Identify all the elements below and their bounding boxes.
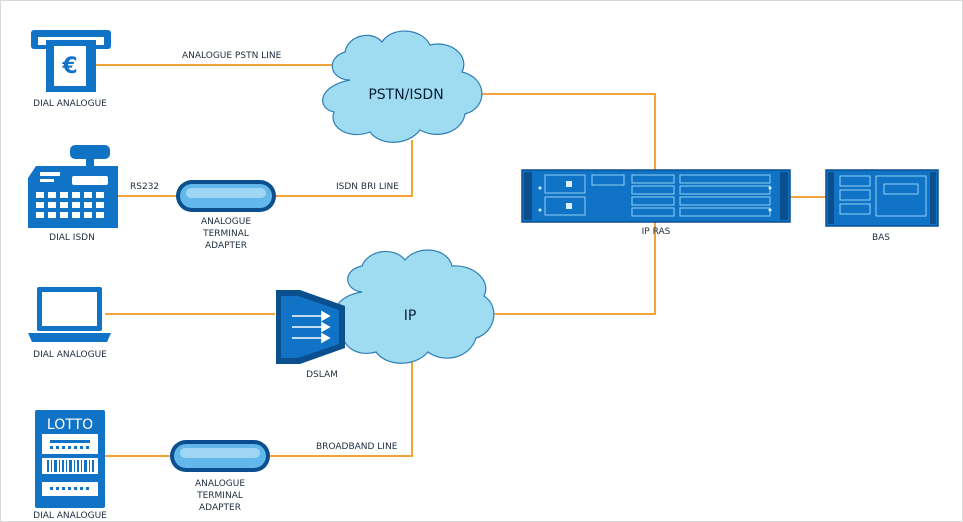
pstn-isdn-cloud: PSTN/ISDN: [322, 30, 483, 143]
pos-terminal-device: [28, 145, 118, 228]
adapter-2-label-line-2: TERMINAL: [196, 491, 243, 501]
ip-ras-label: IP RAS: [642, 227, 671, 237]
ip-cloud: IP: [333, 249, 495, 364]
label-rs232: RS232: [130, 182, 159, 192]
lotto-title: LOTTO: [47, 417, 93, 433]
euro-icon: €: [61, 54, 77, 79]
connection-lines: [95, 64, 826, 457]
bas-label: BAS: [872, 233, 890, 243]
atm-label: DIAL ANALOGUE: [33, 99, 107, 109]
ip-label: IP: [404, 308, 417, 324]
pstn-isdn-label: PSTN/ISDN: [368, 87, 443, 103]
link-ata2-ip: [268, 360, 413, 457]
adapter-1-label-line-1: ANALOGUE: [201, 217, 251, 227]
bas-device: [825, 169, 939, 227]
atm-device: €: [31, 30, 111, 92]
laptop-label: DIAL ANALOGUE: [33, 350, 107, 360]
label-isdn-bri-line: ISDN BRI LINE: [336, 182, 399, 192]
label-broadband-line: BROADBAND LINE: [316, 442, 398, 452]
dslam-label: DSLAM: [306, 370, 338, 380]
terminal-adapter-2: [170, 440, 270, 472]
barcode-icon: [47, 460, 94, 472]
dslam-device: [276, 290, 345, 364]
link-ata1-pstn: [275, 140, 413, 197]
lotto-label: DIAL ANALOGUE: [33, 511, 107, 521]
terminal-adapter-1: [176, 180, 276, 212]
adapter-1-label-line-3: ADAPTER: [205, 241, 247, 251]
pos-label: DIAL ISDN: [49, 233, 95, 243]
link-pstn-ipras: [472, 93, 656, 172]
lotto-terminal-device: LOTTO: [35, 410, 105, 508]
adapter-1-label-line-2: TERMINAL: [202, 229, 249, 239]
laptop-device: [28, 287, 111, 342]
ip-ras-device: [521, 169, 791, 223]
adapter-2-label-line-1: ANALOGUE: [195, 479, 245, 489]
label-analogue-pstn-line: ANALOGUE PSTN LINE: [182, 51, 282, 61]
link-ipras-ip: [492, 222, 656, 315]
adapter-2-label-line-3: ADAPTER: [199, 503, 241, 513]
